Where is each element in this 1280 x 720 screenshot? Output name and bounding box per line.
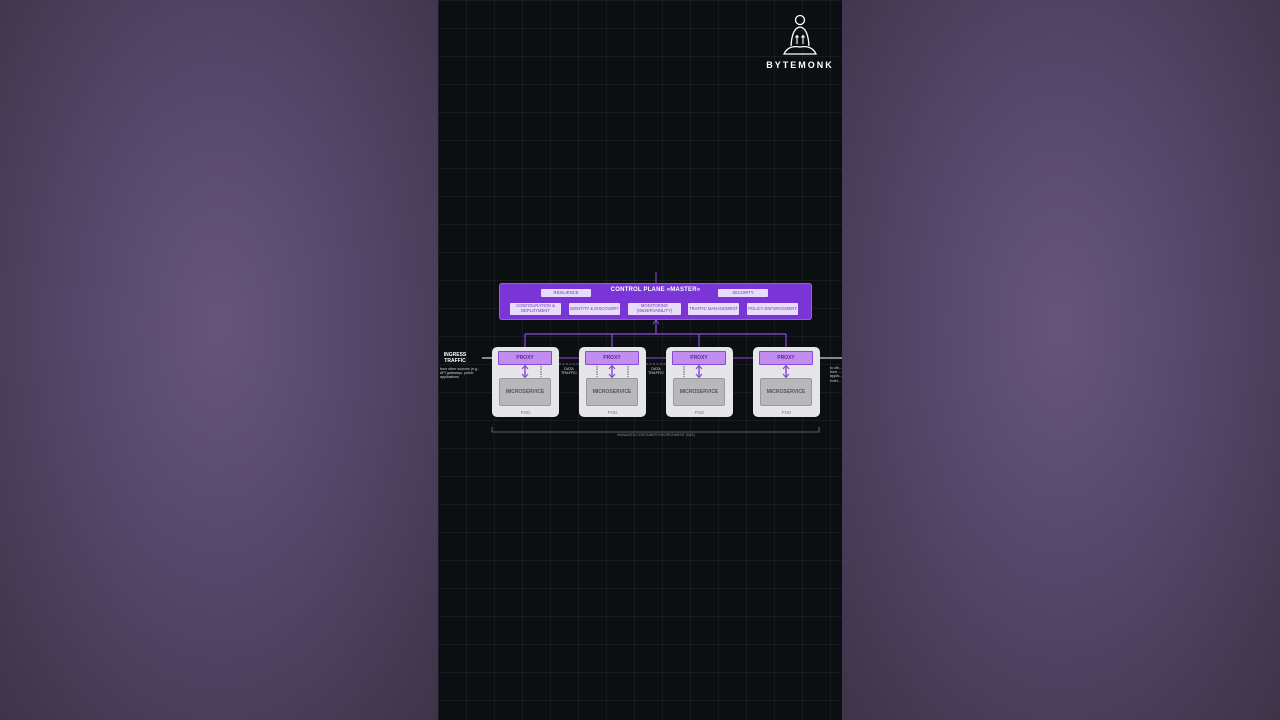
sidecar-arrows-3 [683, 365, 703, 379]
sidecar-arrows-1 [521, 365, 542, 379]
data-traffic-label-1: DATA TRAFFIC [560, 367, 578, 376]
left-blurred-background [0, 0, 438, 720]
ingress-subtitle: from other sources (e.g., API gateways, … [440, 367, 480, 380]
sidecar-arrows-4 [782, 365, 790, 379]
microservice-2: MICROSERVICE [586, 378, 638, 406]
brand-logo: BYTEMONK [764, 14, 836, 70]
chip-configuration: CONFIGURATION & DEPLOYMENT [510, 303, 561, 315]
proxy-2: PROXY [585, 351, 639, 365]
right-blurred-background [842, 0, 1280, 720]
chip-traffic-management: TRAFFIC MANAGEMENT [688, 303, 739, 315]
sidecar-arrows-2 [596, 365, 629, 379]
monk-icon [782, 14, 818, 55]
control-plane: CONTROL PLANE «MASTER» RESILIENCE SECURI… [499, 283, 812, 320]
diagram-canvas: BYTEMONK CONTROL PLANE «MASTER» RESILIEN… [438, 0, 842, 720]
egress-subtitle: to oth... from ... applic... exter... [830, 366, 842, 383]
chip-policy-enforcement: POLICY ENFORCEMENT [747, 303, 798, 315]
ingress-title: INGRESS TRAFFIC [443, 352, 467, 364]
managed-environment-label: MANAGED CONTAINER ENVIRONMENT (K8S) [617, 433, 695, 437]
chip-monitoring: MONITORING (OBSERVABILITY) [628, 303, 681, 315]
data-traffic-label-2: DATA TRAFFIC [647, 367, 665, 376]
chip-identity: IDENTITY & DISCOVERY [569, 303, 620, 315]
control-plane-title: CONTROL PLANE «MASTER» [610, 287, 701, 293]
microservice-3: MICROSERVICE [673, 378, 725, 406]
pod-label-4: POD [781, 410, 792, 415]
pod-2: PROXY MICROSERVICE POD [579, 347, 646, 417]
microservice-1: MICROSERVICE [499, 378, 551, 406]
pod-label-2: POD [607, 410, 618, 415]
brand-name: BYTEMONK [766, 60, 834, 70]
pod-3: PROXY MICROSERVICE POD [666, 347, 733, 417]
chip-resilience: RESILIENCE [541, 289, 591, 297]
pod-1: PROXY MICROSERVICE POD [492, 347, 559, 417]
microservice-4: MICROSERVICE [760, 378, 812, 406]
proxy-4: PROXY [759, 351, 813, 365]
proxy-3: PROXY [672, 351, 726, 365]
pod-4: PROXY MICROSERVICE POD [753, 347, 820, 417]
chip-security: SECURITY [718, 289, 768, 297]
pod-label-1: POD [520, 410, 531, 415]
proxy-1: PROXY [498, 351, 552, 365]
pod-label-3: POD [694, 410, 705, 415]
